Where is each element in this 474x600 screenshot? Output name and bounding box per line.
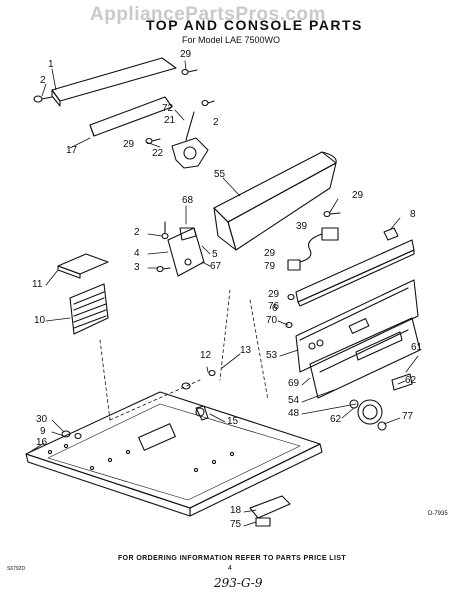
timer-knob-parts bbox=[350, 374, 412, 430]
control-panel-part bbox=[296, 280, 418, 372]
callout-62a: 62 bbox=[405, 375, 417, 386]
side-reference-code: S6792D bbox=[7, 566, 26, 572]
door-switch-part bbox=[288, 228, 338, 270]
callout-18: 18 bbox=[230, 505, 242, 516]
callout-10: 10 bbox=[34, 315, 46, 326]
callout-leaders bbox=[30, 61, 418, 526]
screw-parts bbox=[34, 70, 340, 439]
callout-39: 39 bbox=[296, 221, 308, 232]
callout-15: 15 bbox=[227, 416, 239, 427]
callout-67: 67 bbox=[210, 261, 222, 272]
callout-54: 54 bbox=[288, 395, 300, 406]
callout-2a: 2 bbox=[40, 75, 46, 86]
callout-11: 11 bbox=[32, 279, 43, 290]
diagram-subtitle: For Model LAE 7500WO bbox=[182, 35, 281, 45]
callout-77: 77 bbox=[402, 411, 414, 422]
cabinet-top-part bbox=[26, 392, 322, 516]
lint-filter-part bbox=[58, 254, 108, 278]
callout-2b: 2 bbox=[213, 117, 219, 128]
callout-68: 68 bbox=[182, 195, 194, 206]
callout-29a: 29 bbox=[180, 49, 192, 60]
callout-61: 61 bbox=[411, 342, 423, 353]
callout-79: 79 bbox=[264, 261, 276, 272]
callout-6: 6 bbox=[272, 303, 278, 314]
callout-3: 3 bbox=[134, 262, 140, 273]
diagram-code: D-7935 bbox=[428, 511, 448, 517]
callout-16: 16 bbox=[36, 437, 48, 448]
console-end-bracket bbox=[168, 228, 204, 276]
callout-8: 8 bbox=[410, 209, 416, 220]
watermark: AppliancePartsPros.com bbox=[90, 4, 326, 25]
switch-bracket-part bbox=[172, 112, 208, 168]
callout-4: 4 bbox=[134, 248, 140, 259]
knob-part bbox=[384, 228, 398, 240]
rear-panel-part bbox=[52, 58, 176, 136]
ordering-info-footer: FOR ORDERING INFORMATION REFER TO PARTS … bbox=[118, 555, 347, 562]
callout-13: 13 bbox=[240, 345, 252, 356]
callout-69: 69 bbox=[288, 378, 300, 389]
handwritten-note: 293-G-9 bbox=[214, 576, 263, 590]
callout-55: 55 bbox=[214, 169, 226, 180]
callout-30: 30 bbox=[36, 414, 48, 425]
lint-screen-part bbox=[70, 284, 108, 334]
dashed-leaders bbox=[100, 290, 268, 420]
escutcheon-panel-part bbox=[310, 318, 420, 398]
callout-12: 12 bbox=[200, 350, 212, 361]
callout-62b: 62 bbox=[330, 414, 342, 425]
callout-5: 5 bbox=[212, 249, 218, 260]
callout-29e: 29 bbox=[268, 289, 280, 300]
callout-29b: 29 bbox=[123, 139, 135, 150]
callout-29c: 29 bbox=[352, 190, 364, 201]
callout-76: 76 bbox=[268, 301, 280, 312]
console-housing-part bbox=[214, 152, 336, 250]
callout-75: 75 bbox=[230, 519, 242, 530]
callout-9: 9 bbox=[40, 426, 46, 437]
callout-29d: 29 bbox=[264, 248, 276, 259]
callout-22: 22 bbox=[152, 148, 164, 159]
diagram-title: TOP AND CONSOLE PARTS bbox=[146, 17, 363, 33]
callout-17: 17 bbox=[66, 145, 78, 156]
callout-70: 70 bbox=[266, 315, 278, 326]
page-number: 4 bbox=[228, 565, 232, 572]
callout-1: 1 bbox=[48, 59, 54, 70]
callout-53: 53 bbox=[266, 350, 278, 361]
callout-2c: 2 bbox=[134, 227, 140, 238]
console-trim-strip bbox=[296, 240, 414, 306]
callout-72: 72 bbox=[162, 103, 174, 114]
harness-clip-inset bbox=[250, 496, 290, 526]
callout-48: 48 bbox=[288, 408, 300, 419]
callout-21: 21 bbox=[164, 115, 176, 126]
